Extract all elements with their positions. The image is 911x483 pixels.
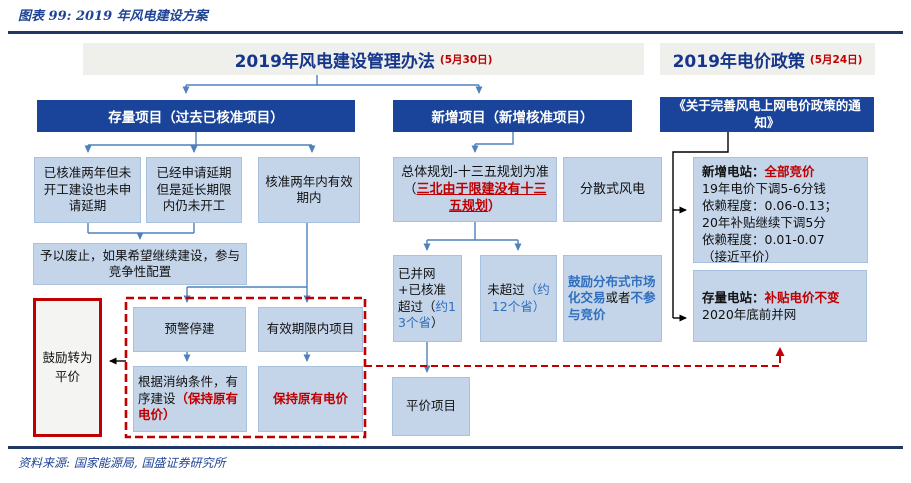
overall-plan-red: 三北由于限建没有十三五规划 [416, 181, 547, 215]
box-keep-original-price: 保持原有电价 [258, 366, 363, 432]
not-exceed-blue: （约12个省） [491, 282, 550, 314]
new-station-line-5: （接近平价） [702, 249, 778, 264]
header-management-measures: 2019年风电建设管理办法 (5月30日) [83, 43, 644, 75]
red-dashed-arrow [365, 347, 785, 367]
figure-caption: 图表 99: 2019 年风电建设方案 [18, 9, 208, 24]
stock-station-label: 存量电站： [702, 290, 765, 305]
box-distributed-wind: 分散式风电 [563, 157, 662, 222]
grid-exceed-blue: 约13个省 [398, 298, 456, 331]
box-encourage-parity: 鼓励转为平价 [33, 298, 102, 437]
notice-box: 《关于完善风电上网电价政策的通知》 [660, 97, 874, 132]
box-extended-not-started: 已经申请延期但是延长期限内仍未开工 [146, 157, 242, 223]
stock-station-highlight: 补贴电价不变 [764, 290, 840, 305]
box-not-exceed: 未超过（约12个省） [480, 255, 557, 342]
header-management-date: (5月30日) [439, 53, 493, 66]
bar-new-projects: 新增项目（新增核准项目） [393, 100, 632, 132]
top-rule [8, 31, 903, 34]
box-overall-plan: 总体规划-十三五规划为准（三北由于限建没有十三五规划） [393, 157, 557, 222]
box-encourage-market: 鼓励分布式市场化交易或者不参与竞价 [563, 255, 662, 342]
encourage-market-blue1: 鼓励分布式市场化交易 [568, 273, 656, 306]
new-station-line-2: 依赖程度：0.06-0.13； [702, 198, 838, 213]
box-grid-connected-exceed: 已并网+已核准超过（约13个省） [393, 255, 462, 342]
not-exceed-pre: 未超过 [487, 282, 525, 297]
box-approved-not-started: 已核准两年但未开工建设也未申请延期 [34, 157, 141, 223]
new-station-line-3: 20年补贴继续下调5分 [702, 215, 826, 230]
header-price-policy: 2019年电价政策 (5月24日) [660, 43, 875, 75]
box-valid-period-projects: 有效期限内项目 [258, 307, 363, 352]
new-station-highlight: 全部竞价 [764, 164, 815, 179]
grid-exceed-post: ） [430, 315, 444, 330]
overall-plan-post: ） [488, 199, 502, 215]
box-new-station-policy: 新增电站：全部竞价 19年电价下调5-6分钱 依赖程度：0.06-0.13； 2… [693, 157, 868, 264]
header-price-title: 2019年电价政策 [672, 51, 805, 72]
bottom-rule [8, 446, 903, 449]
stock-station-headline: 存量电站：补贴电价不变 [702, 289, 858, 306]
box-stock-station-policy: 存量电站：补贴电价不变 2020年底前并网 [693, 270, 867, 342]
new-station-line-1: 19年电价下调5-6分钱 [702, 181, 826, 196]
new-station-headline: 新增电站：全部竞价 [702, 163, 859, 180]
box-orderly-build: 根据消纳条件，有序建设（保持原有电价） [133, 366, 247, 432]
box-warning-stop: 预警停建 [133, 307, 246, 352]
header-management-title: 2019年风电建设管理办法 [234, 51, 435, 72]
encourage-market-black: 或者 [605, 290, 631, 306]
stock-station-line: 2020年底前并网 [702, 307, 797, 322]
new-station-line-4: 依赖程度：0.01-0.07 [702, 232, 825, 247]
box-abolish: 予以废止，如果希望继续建设，参与竞争性配置 [33, 243, 247, 285]
encourage-market-blue2: 不参与竞价 [568, 290, 656, 322]
new-station-label: 新增电站： [702, 164, 765, 179]
bar-stock-projects: 存量项目（过去已核准项目） [37, 100, 355, 132]
box-parity-projects: 平价项目 [392, 377, 470, 436]
figure-source: 资料来源: 国家能源局, 国盛证券研究所 [18, 456, 226, 470]
box-within-validity: 核准两年内有效期内 [258, 157, 360, 223]
header-price-date: (5月24日) [809, 53, 863, 66]
